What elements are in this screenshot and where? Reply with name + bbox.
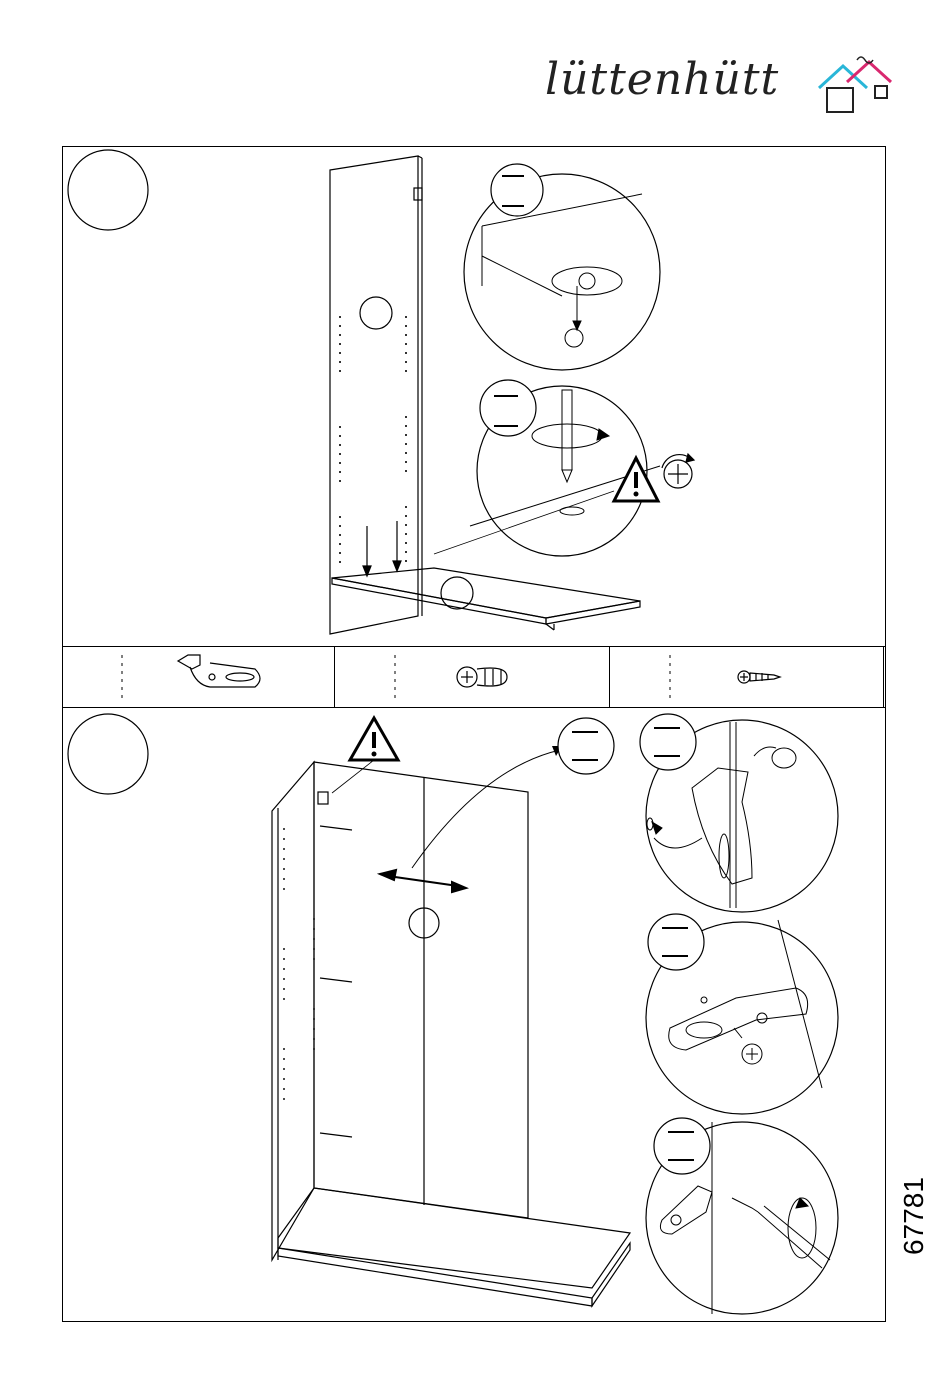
- brand-logo: lüttenhütt: [545, 48, 895, 118]
- phillips-rotate-icon: [662, 454, 694, 488]
- wardrobe-carcass: [272, 762, 630, 1306]
- screw-icon: [610, 647, 884, 707]
- callout-arc: [412, 750, 560, 868]
- house-logo-icon: [817, 48, 893, 118]
- step-1-panel: [62, 146, 886, 646]
- bracket-hardware-icon: [62, 647, 335, 707]
- step-number-circle: [68, 714, 148, 794]
- detail-badge: [491, 164, 543, 216]
- detail-badge: [654, 1118, 710, 1174]
- arrow-down-left: [363, 521, 401, 576]
- detail-badge: [648, 914, 704, 970]
- detail-circle-cam: [464, 174, 660, 370]
- warning-triangle-icon: [350, 718, 398, 760]
- cam-dowel-icon: [335, 647, 610, 707]
- double-arrow-icon: [380, 870, 466, 892]
- bottom-panel: [332, 568, 640, 630]
- part-cell-screw: [610, 647, 884, 707]
- detail-badge: [558, 718, 614, 774]
- side-panel: [330, 156, 422, 634]
- detail-badge: [480, 380, 536, 436]
- parts-row: [62, 646, 886, 708]
- brand-name: lüttenhütt: [545, 54, 779, 105]
- step-number-circle: [68, 150, 148, 230]
- detail-cam-content: [482, 194, 642, 347]
- warning-triangle-icon: [614, 458, 658, 501]
- part-cell-cam-dowel: [335, 647, 610, 707]
- document-number-text: 67781: [898, 1166, 930, 1266]
- step-2-panel: [62, 708, 886, 1322]
- detail-badge: [640, 714, 696, 770]
- part-cell-bracket: [62, 647, 335, 707]
- document-number: 67781: [888, 1170, 938, 1260]
